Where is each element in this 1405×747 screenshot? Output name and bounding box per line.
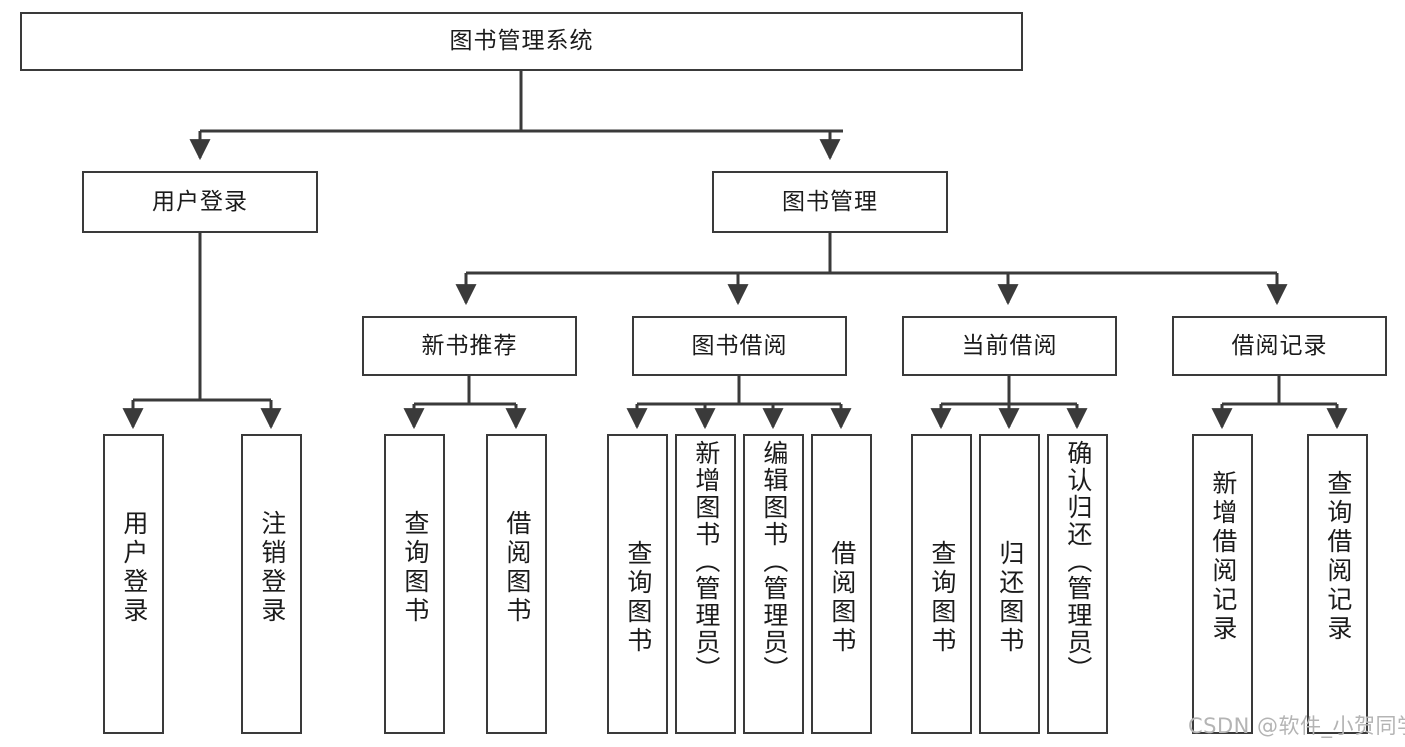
node-label: 新增借阅记录	[1208, 470, 1238, 644]
node-label: 查询借阅记录	[1323, 470, 1353, 644]
leaf-confirm-return-admin[interactable]: 确认归还（管理员）	[1047, 434, 1108, 734]
node-user-login[interactable]: 用户登录	[82, 171, 318, 233]
leaf-edit-book-admin[interactable]: 编辑图书（管理员）	[743, 434, 804, 734]
node-label: 图书借阅	[691, 332, 788, 359]
node-current-borrow[interactable]: 当前借阅	[902, 316, 1117, 376]
leaf-query-book-borrow[interactable]: 查询图书	[607, 434, 668, 734]
node-label: 用户登录	[152, 188, 248, 215]
node-label: 借阅图书	[502, 510, 532, 626]
leaf-add-book-admin[interactable]: 新增图书（管理员）	[675, 434, 736, 734]
node-new-book-recommend[interactable]: 新书推荐	[362, 316, 577, 376]
node-label: 查询图书	[400, 510, 430, 626]
node-root-system[interactable]: 图书管理系统	[20, 12, 1023, 71]
node-book-management[interactable]: 图书管理	[712, 171, 948, 233]
leaf-return-book[interactable]: 归还图书	[979, 434, 1040, 734]
node-label: 归还图书	[995, 540, 1025, 656]
node-label: 借阅图书	[827, 540, 857, 656]
node-label: 借阅记录	[1231, 332, 1328, 359]
node-label: 当前借阅	[961, 332, 1058, 359]
leaf-query-book-new[interactable]: 查询图书	[384, 434, 445, 734]
node-label: 新书推荐	[421, 332, 518, 359]
leaf-query-borrow-record[interactable]: 查询借阅记录	[1307, 434, 1368, 734]
node-label: 图书管理	[782, 188, 878, 215]
leaf-borrow-book[interactable]: 借阅图书	[811, 434, 872, 734]
watermark: CSDN @软件_小贺同学	[1188, 714, 1405, 738]
node-label: 编辑图书（管理员）	[759, 440, 789, 683]
leaf-add-borrow-record[interactable]: 新增借阅记录	[1192, 434, 1253, 734]
node-borrow-record[interactable]: 借阅记录	[1172, 316, 1387, 376]
node-label: 用户登录	[119, 510, 149, 626]
node-label: 图书管理系统	[449, 28, 594, 55]
node-label: 确认归还（管理员）	[1063, 440, 1093, 683]
node-label: 查询图书	[623, 540, 653, 656]
leaf-user-logout[interactable]: 注销登录	[241, 434, 302, 734]
node-label: 新增图书（管理员）	[691, 440, 721, 683]
leaf-query-book-current[interactable]: 查询图书	[911, 434, 972, 734]
node-book-borrow[interactable]: 图书借阅	[632, 316, 847, 376]
leaf-user-login[interactable]: 用户登录	[103, 434, 164, 734]
leaf-borrow-book-new[interactable]: 借阅图书	[486, 434, 547, 734]
node-label: 查询图书	[927, 540, 957, 656]
node-label: 注销登录	[257, 510, 287, 626]
